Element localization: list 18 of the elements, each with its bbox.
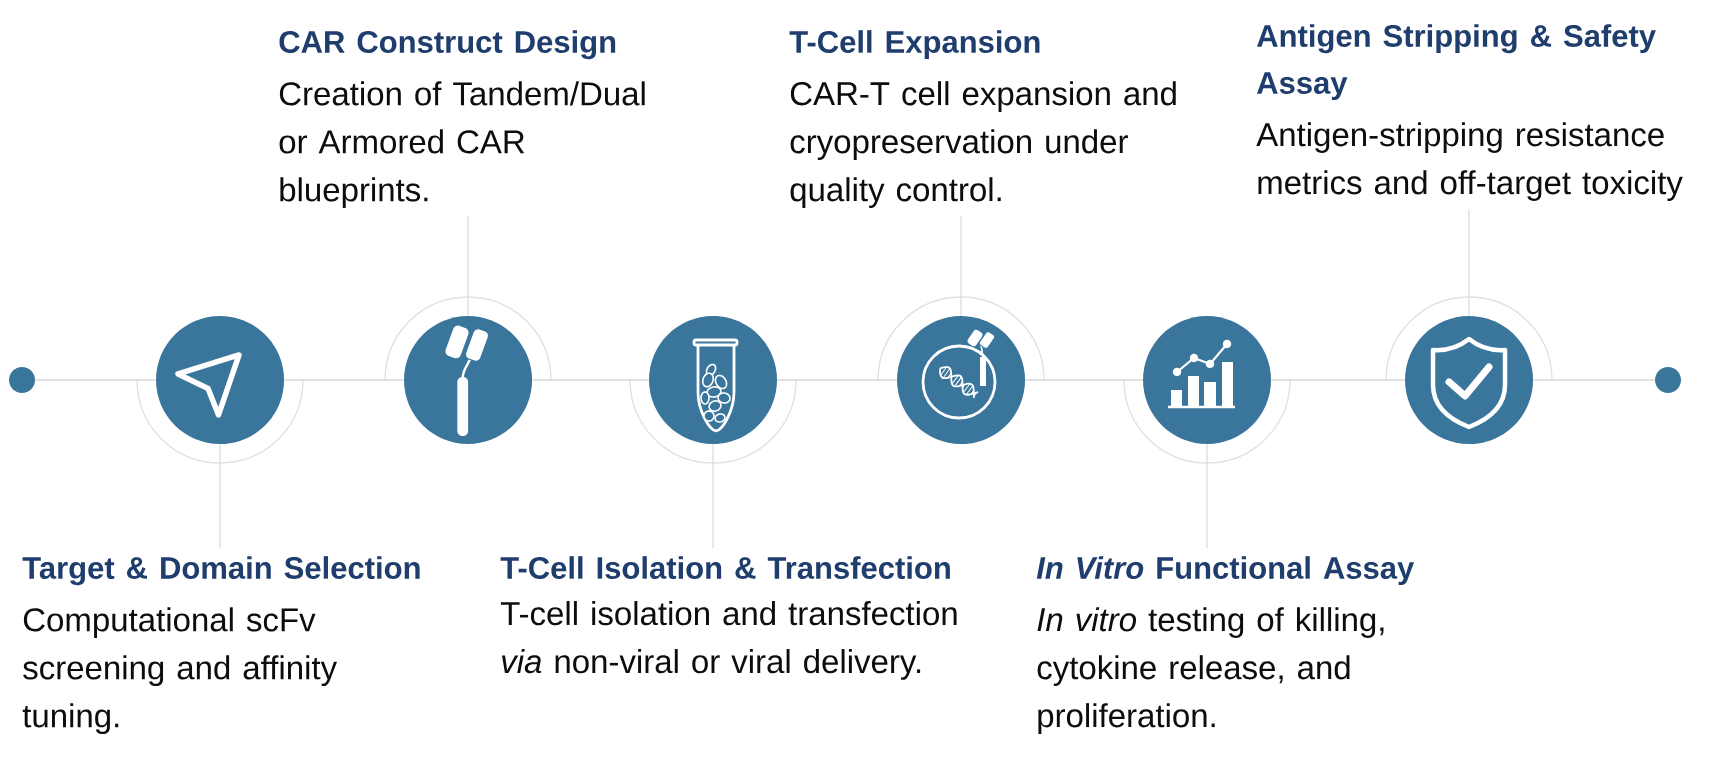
step-heading: Target & Domain Selection — [22, 556, 420, 586]
step-circle — [649, 316, 777, 444]
step-description: T-cell isolation and transfection via non-viral or viral delivery. — [500, 601, 957, 680]
step-heading: T-Cell Expansion — [789, 30, 1040, 60]
step-heading: In Vitro Functional Assay — [1036, 556, 1415, 586]
step-heading: CAR Construct Design — [279, 30, 616, 60]
timeline-dot — [1655, 367, 1681, 393]
step-description: Creation of Tandem/Dual or Armored CAR blueprints. — [279, 81, 645, 209]
step-description: Computational scFv screening and affinity tuning. — [22, 607, 338, 735]
timeline-dot — [9, 367, 35, 393]
step-circle — [897, 316, 1025, 444]
step-description: In vitro testing of killing, cytokine release, and proliferation. — [1037, 607, 1384, 734]
step-heading: Antigen Stripping & Safety Assay — [1257, 24, 1656, 101]
step-description: CAR-T cell expansion and cryopreservation under quality control. — [790, 81, 1176, 208]
step-circle — [1405, 316, 1533, 444]
step-heading: T-Cell Isolation & Transfection — [500, 556, 950, 579]
step-description: Antigen-stripping resistance metrics and off-target toxicity — [1256, 122, 1683, 201]
step-circle — [156, 316, 284, 444]
